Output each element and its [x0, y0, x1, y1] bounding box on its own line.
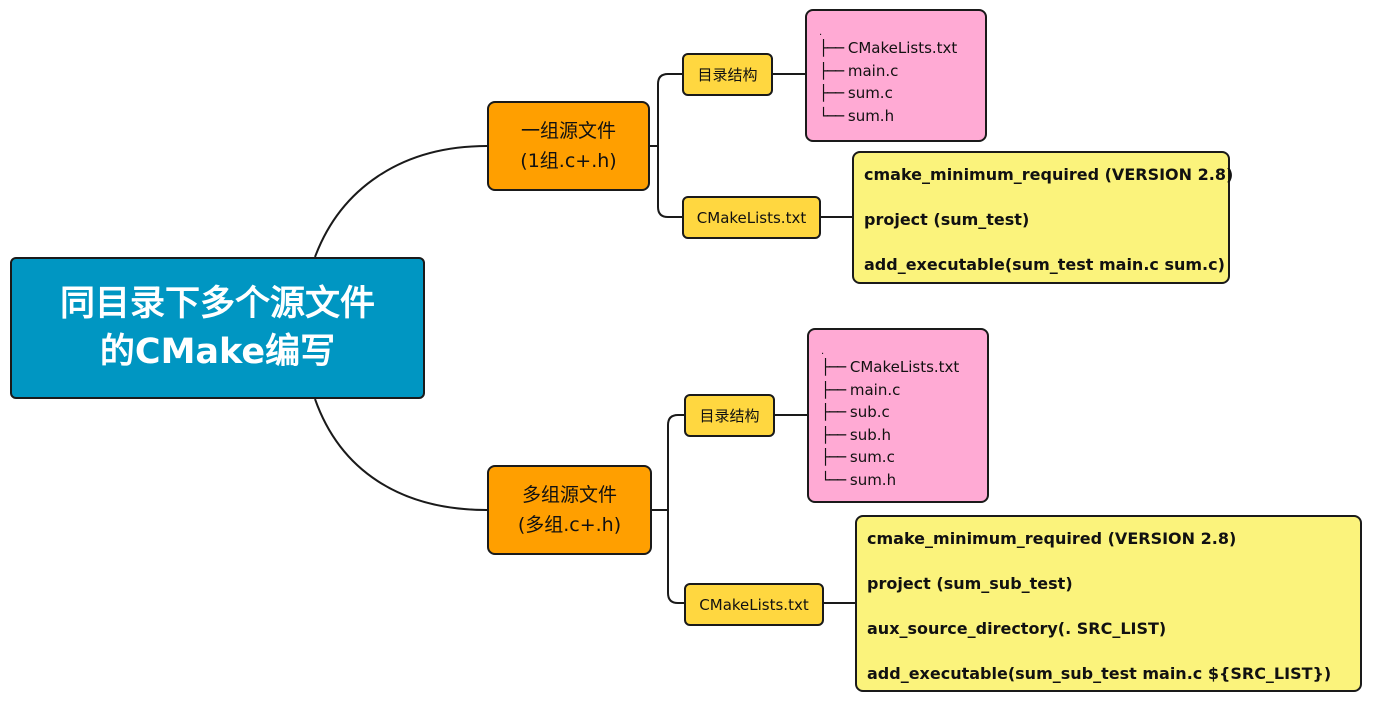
- tree-item: ├── main.c: [821, 379, 977, 402]
- tree-item-name: sum.h: [847, 106, 895, 125]
- tree-branch-glyph: ├──: [821, 448, 846, 467]
- tree-branch-glyph: ├──: [821, 358, 846, 376]
- tree-root: .: [821, 346, 825, 357]
- code-line: aux_source_directory(. SRC_LIST): [867, 619, 1167, 638]
- tree-root: .: [819, 27, 823, 38]
- main-topic-subtitle: (多组.c+.h): [517, 514, 622, 536]
- main-topic-subtitle: (1组.c+.h): [520, 150, 617, 172]
- main-topic-title: 一组源文件: [520, 120, 616, 142]
- central-topic-line-2: 的CMake编写: [99, 332, 336, 372]
- tree-item-name: sub.h: [849, 425, 891, 444]
- tree-item-name: sum.h: [849, 470, 897, 489]
- tree-item: └── sum.h: [819, 105, 975, 128]
- connector-branch-2-to-cmake: [667, 510, 684, 604]
- subtopic-cmakelists[interactable]: CMakeLists.txt: [682, 196, 821, 239]
- code-line: cmake_minimum_required (VERSION 2.8): [867, 529, 1237, 548]
- connector-center-to-branch-2: [314, 398, 488, 511]
- central-topic[interactable]: 同目录下多个源文件 的CMake编写: [10, 257, 425, 399]
- connector-branch-1-to-cmake: [657, 146, 682, 218]
- code-line: project (sum_sub_test): [867, 574, 1073, 593]
- tree-item: ├── sum.c: [819, 82, 975, 105]
- subtopic-label: 目录结构: [697, 66, 758, 84]
- tree-item-name: main.c: [849, 380, 901, 399]
- tree-branch-glyph: ├──: [821, 425, 846, 444]
- tree-item-name: main.c: [847, 61, 899, 80]
- tree-item: ├── CMakeLists.txt: [819, 37, 975, 60]
- subtopic-directory-structure[interactable]: 目录结构: [684, 394, 775, 437]
- tree-branch-glyph: ├──: [819, 39, 844, 57]
- tree-item-name: sum.c: [849, 448, 895, 467]
- tree-item: └── sum.h: [821, 469, 977, 492]
- tree-item: ├── sub.h: [821, 424, 977, 447]
- tree-item: ├── sub.c: [821, 401, 977, 424]
- main-topic-multi-group[interactable]: 多组源文件 (多组.c+.h): [487, 465, 652, 555]
- connector-branch-2-to-dir: [652, 414, 684, 511]
- tree-item: ├── main.c: [819, 60, 975, 83]
- connector-center-to-branch-1: [314, 145, 488, 258]
- main-topic-single-group[interactable]: 一组源文件 (1组.c+.h): [487, 101, 650, 191]
- directory-tree-box[interactable]: . ├── CMakeLists.txt ├── main.c ├── sum.…: [805, 9, 987, 142]
- tree-branch-glyph: ├──: [819, 61, 844, 80]
- connector-branch-1-to-dir: [650, 73, 682, 147]
- subtopic-label: CMakeLists.txt: [699, 595, 809, 614]
- tree-branch-glyph: └──: [821, 470, 846, 489]
- code-line: add_executable(sum_sub_test main.c ${SRC…: [867, 664, 1332, 683]
- subtopic-label: 目录结构: [699, 407, 760, 425]
- code-line: add_executable(sum_test main.c sum.c): [864, 255, 1225, 274]
- tree-branch-glyph: ├──: [821, 380, 846, 399]
- tree-item-name: CMakeLists.txt: [847, 39, 958, 57]
- directory-tree-box[interactable]: . ├── CMakeLists.txt ├── main.c ├── sub.…: [807, 328, 989, 503]
- tree-item: ├── CMakeLists.txt: [821, 356, 977, 379]
- subtopic-label: CMakeLists.txt: [696, 208, 807, 227]
- tree-item-name: sub.c: [849, 403, 890, 422]
- tree-item-name: sum.c: [847, 84, 893, 103]
- code-line: project (sum_test): [864, 210, 1030, 229]
- code-line: cmake_minimum_required (VERSION 2.8): [864, 165, 1234, 184]
- tree-branch-glyph: └──: [819, 106, 844, 125]
- tree-item: ├── sum.c: [821, 446, 977, 469]
- tree-branch-glyph: ├──: [821, 403, 846, 422]
- tree-item-name: CMakeLists.txt: [849, 358, 960, 376]
- cmake-code-box[interactable]: cmake_minimum_required (VERSION 2.8) pro…: [852, 151, 1234, 284]
- subtopic-cmakelists[interactable]: CMakeLists.txt: [684, 583, 824, 626]
- tree-branch-glyph: ├──: [819, 84, 844, 103]
- main-topic-title: 多组源文件: [521, 484, 617, 506]
- central-topic-line-1: 同目录下多个源文件: [59, 284, 375, 324]
- cmake-code-box[interactable]: cmake_minimum_required (VERSION 2.8) pro…: [855, 515, 1362, 692]
- subtopic-directory-structure[interactable]: 目录结构: [682, 53, 773, 96]
